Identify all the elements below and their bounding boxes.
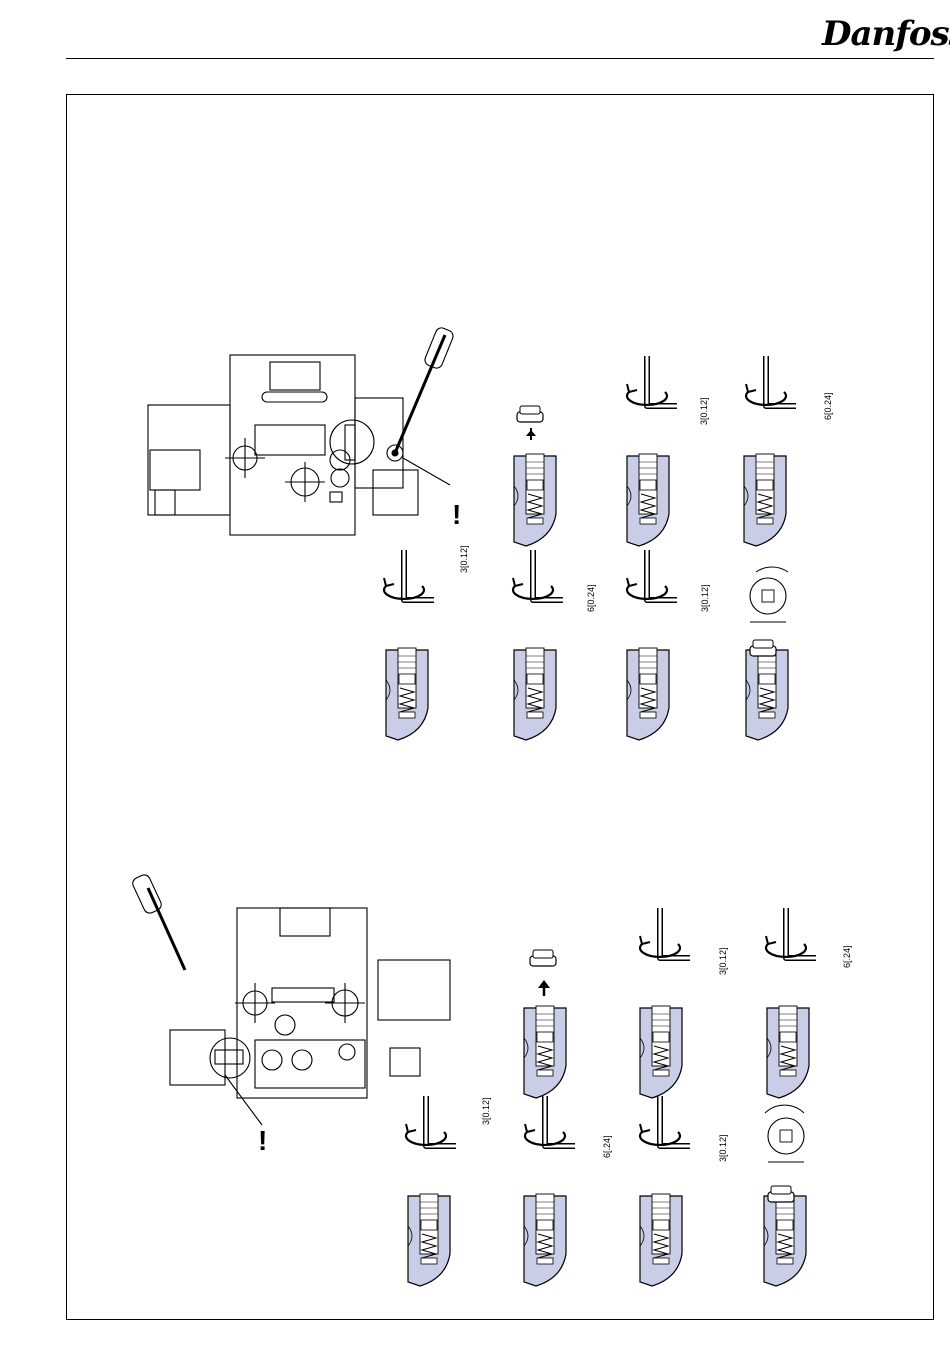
- step-bottom-6: 3[0.12]: [640, 1096, 728, 1286]
- step-top-3: 6[0.24]: [744, 356, 833, 546]
- step-top-7: [746, 567, 788, 740]
- step-top-2: 3[0.12]: [627, 356, 709, 546]
- valve-drawing-top: [148, 326, 455, 535]
- step-top-6: 3[0.12]: [627, 550, 710, 740]
- dim-label: 3[0.12]: [481, 1097, 491, 1125]
- step-top-1: [514, 406, 556, 546]
- step-bottom-2: 3[0.12]: [640, 908, 728, 1098]
- dim-label: 6[.24]: [602, 1135, 612, 1158]
- dim-label: 3[0.12]: [459, 545, 469, 573]
- step-top-4: 3[0.12]: [384, 545, 469, 740]
- step-bottom-1: [524, 950, 566, 1098]
- step-top-5: 6[0.24]: [513, 550, 596, 740]
- dim-label: 3[0.12]: [718, 947, 728, 975]
- warning-mark-bottom: !: [258, 1125, 267, 1156]
- step-bottom-3: 6[.24]: [766, 908, 852, 1098]
- dim-label: 6[0.24]: [586, 584, 596, 612]
- dim-label: 6[0.24]: [823, 392, 833, 420]
- dim-label: 3[0.12]: [699, 397, 709, 425]
- step-bottom-4: 3[0.12]: [406, 1096, 491, 1286]
- dim-label: 3[0.12]: [700, 584, 710, 612]
- step-bottom-7: [764, 1105, 806, 1286]
- valve-drawing-bottom: [131, 873, 450, 1125]
- warning-mark-top: !: [452, 499, 461, 530]
- step-bottom-5: 6[.24]: [524, 1096, 612, 1286]
- dim-label: 6[.24]: [842, 945, 852, 968]
- dim-label: 3[0.12]: [718, 1134, 728, 1162]
